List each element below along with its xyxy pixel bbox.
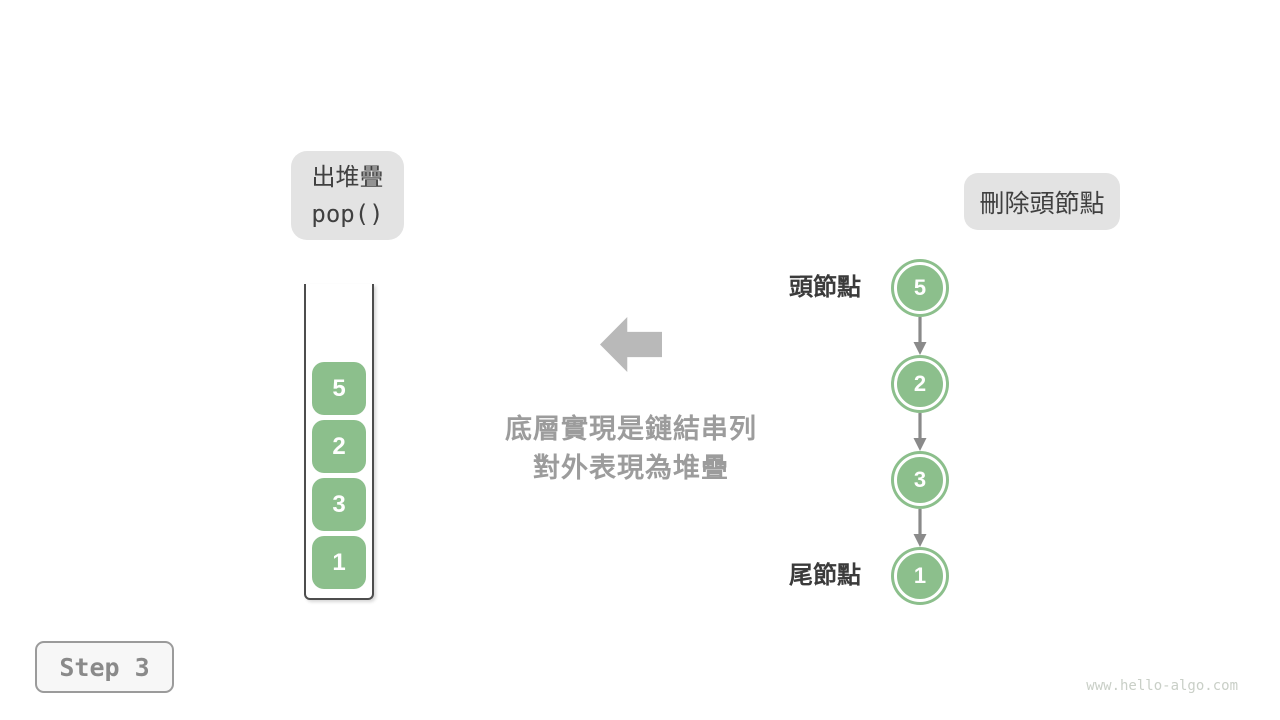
caption-line-1: 底層實現是鏈結串列 <box>505 414 757 444</box>
list-node: 3 <box>894 454 946 506</box>
stack-cell: 5 <box>312 362 366 415</box>
arrow-down-icon <box>913 413 927 451</box>
head-node-label: 頭節點 <box>789 274 861 301</box>
stack-container: 5 2 3 1 <box>304 284 374 600</box>
watermark: www.hello-algo.com <box>1086 678 1238 694</box>
tail-node-label: 尾節點 <box>789 562 861 589</box>
arrow-down-icon <box>913 509 927 547</box>
delete-head-label: 刪除頭節點 <box>979 189 1105 218</box>
arrow-left-icon <box>600 317 662 372</box>
list-node: 1 <box>894 550 946 602</box>
caption-line-2: 對外表現為堆疊 <box>533 453 729 483</box>
pop-code-label: pop() <box>311 199 384 228</box>
pop-operation-label: 出堆疊 <box>311 163 384 191</box>
stack-cell: 2 <box>312 420 366 473</box>
list-node: 5 <box>894 262 946 314</box>
delete-head-badge: 刪除頭節點 <box>964 173 1120 230</box>
stack-cell: 3 <box>312 478 366 531</box>
step-badge: Step 3 <box>35 641 174 693</box>
caption: 底層實現是鏈結串列 對外表現為堆疊 <box>451 410 811 488</box>
stack-cell: 1 <box>312 536 366 589</box>
list-node: 2 <box>894 358 946 410</box>
pop-operation-badge: 出堆疊 pop() <box>291 151 404 240</box>
arrow-down-icon <box>913 317 927 355</box>
